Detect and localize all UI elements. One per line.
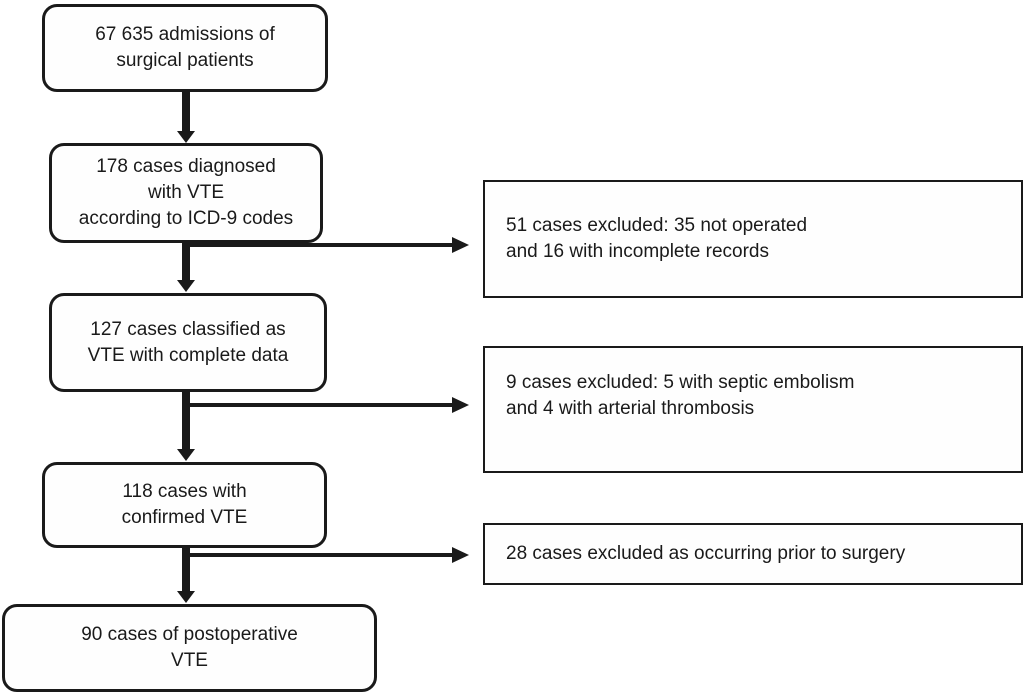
arrow-branch-1-head-icon	[452, 237, 469, 253]
arrow-down-3-head-icon	[177, 449, 195, 461]
flow-box-text-line: 67 635 admissions of	[95, 24, 275, 45]
arrow-down-4-head-icon	[177, 591, 195, 603]
exclusion-text-line: and 16 with incomplete records	[506, 241, 769, 262]
flow-box-text-line: surgical patients	[116, 50, 254, 71]
flow-box-text-line: according to ICD-9 codes	[78, 208, 294, 229]
flow-box-text-line: confirmed VTE	[121, 507, 248, 528]
flow-box-text-line: with VTE	[147, 182, 225, 203]
exclusion-text-line: 9 cases excluded: 5 with septic embolism	[506, 372, 855, 393]
arrow-branch-3-head-icon	[452, 547, 469, 563]
flow-box-admissions: 67 635 admissions of surgical patients	[42, 4, 328, 92]
arrow-branch-3-line	[186, 553, 452, 557]
arrow-branch-1-line	[186, 243, 452, 247]
arrow-down-3-stem	[182, 390, 190, 450]
arrow-down-2-head-icon	[177, 280, 195, 292]
flow-box-vte-diagnosed: 178 cases diagnosed with VTE according t…	[49, 143, 323, 243]
flow-box-text-line: 178 cases diagnosed	[96, 156, 276, 177]
exclusion-text-line: 51 cases excluded: 35 not operated	[506, 215, 808, 236]
flow-box-text-line: 90 cases of postoperative	[81, 624, 298, 645]
arrow-down-1-stem	[182, 91, 190, 132]
arrow-branch-2-line	[186, 403, 452, 407]
flow-box-text-line: VTE with complete data	[87, 344, 289, 366]
exclusion-box-9-cases: 9 cases excluded: 5 with septic embolism…	[483, 346, 1023, 473]
flow-box-text-line: 118 cases with	[122, 481, 247, 502]
arrow-down-4-stem	[182, 546, 190, 592]
exclusion-box-51-cases: 51 cases excluded: 35 not operated and 1…	[483, 180, 1023, 298]
exclusion-text-line: 28 cases excluded as occurring prior to …	[506, 543, 906, 564]
arrow-down-1-head-icon	[177, 131, 195, 143]
flow-box-text-line: VTE	[171, 650, 208, 671]
arrow-down-2-stem	[182, 241, 190, 281]
flow-box-vte-complete-data: 127 cases classified as VTE with complet…	[49, 293, 327, 392]
flow-box-text-line: 127 cases classified as	[90, 318, 286, 340]
exclusion-box-28-cases: 28 cases excluded as occurring prior to …	[483, 523, 1023, 585]
exclusion-text-line: and 4 with arterial thrombosis	[506, 398, 755, 419]
arrow-branch-2-head-icon	[452, 397, 469, 413]
flow-box-postoperative-vte: 90 cases of postoperative VTE	[2, 604, 377, 692]
flow-box-confirmed-vte: 118 cases with confirmed VTE	[42, 462, 327, 548]
